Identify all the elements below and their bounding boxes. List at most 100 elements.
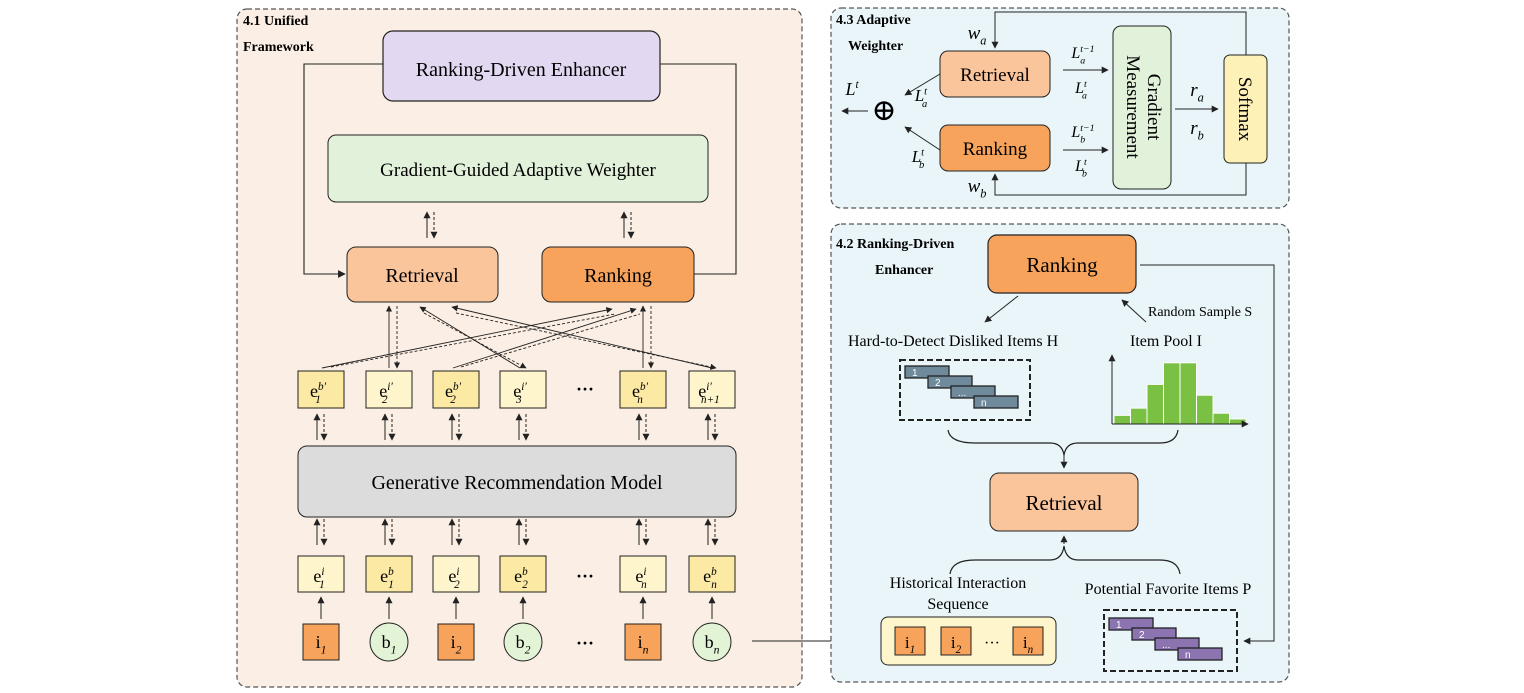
hard-item-label-3: ... bbox=[958, 388, 966, 399]
enhancer-ranking-label: Ranking bbox=[1026, 253, 1098, 277]
unified-retrieval-box bbox=[346, 246, 499, 303]
adaptive-weighter-label: Gradient-Guided Adaptive Weighter bbox=[380, 160, 656, 181]
histogram-bar-4 bbox=[1163, 362, 1181, 425]
potential-item-label-4: n bbox=[1185, 650, 1191, 661]
token-ellipsis: ··· bbox=[576, 633, 594, 653]
potential-item-3 bbox=[1154, 637, 1200, 651]
histogram-bar-3 bbox=[1146, 383, 1164, 425]
split-brace bbox=[949, 545, 1181, 575]
input-embedding-1 bbox=[297, 555, 345, 593]
emb-out-ellipsis: ··· bbox=[576, 379, 594, 399]
potential-item-label-1: 1 bbox=[1116, 620, 1122, 631]
hard-item-label-2: 2 bbox=[935, 378, 941, 389]
unified-panel-title-1: 4.1 Unified bbox=[243, 14, 309, 29]
sum-symbol: ⊕ bbox=[871, 94, 896, 127]
enhancer-retrieval-box bbox=[989, 472, 1139, 532]
input-embedding-5 bbox=[619, 555, 667, 593]
history-label-2: Sequence bbox=[927, 596, 988, 613]
potential-items-container bbox=[1103, 609, 1238, 672]
potential-item-label-3: ... bbox=[1162, 640, 1170, 651]
adaptive-weighter-panel bbox=[830, 7, 1290, 209]
w-b-label: wb bbox=[968, 176, 987, 201]
gradient-label: Gradient bbox=[1143, 74, 1164, 141]
item-token-5 bbox=[624, 623, 662, 661]
ranking-to-enhancer-connector bbox=[660, 63, 737, 275]
behavior-token-2 bbox=[369, 622, 409, 662]
token-label-6: bn bbox=[705, 632, 720, 656]
unified-ranking-label: Ranking bbox=[584, 265, 652, 287]
hard-item-2 bbox=[927, 375, 973, 389]
r-a-label: ra bbox=[1190, 80, 1204, 105]
adaptive-connectors bbox=[841, 11, 1247, 196]
output-embedding-4 bbox=[499, 370, 547, 409]
hard-item-3 bbox=[950, 385, 996, 399]
output-embedding-1 bbox=[297, 370, 345, 409]
histogram-bar-2 bbox=[1130, 407, 1148, 425]
output-embedding-label-5: eb′n bbox=[632, 381, 649, 406]
token-label-4: b2 bbox=[516, 632, 531, 656]
output-embedding-label-4: ei′3 bbox=[513, 381, 527, 406]
item-token-3 bbox=[437, 623, 475, 661]
hard-items-label: Hard-to-Detect Disliked Items H bbox=[848, 333, 1059, 350]
softmax-label: Softmax bbox=[1234, 77, 1255, 142]
adaptive-panel-title-1: 4.3 Adaptive bbox=[836, 13, 911, 28]
adaptive-ranking-label: Ranking bbox=[963, 139, 1028, 160]
potential-items-label: Potential Favorite Items P bbox=[1085, 581, 1252, 598]
output-embedding-label-2: ei′2 bbox=[379, 381, 393, 406]
hard-item-label-4: n bbox=[981, 398, 987, 409]
w-a-label: wa bbox=[968, 23, 987, 48]
hard-item-label-1: 1 bbox=[912, 368, 918, 379]
histogram-bar-8 bbox=[1229, 418, 1247, 425]
output-embedding-label-6: ei′n+1 bbox=[698, 381, 719, 406]
generative-recommendation-model-box bbox=[297, 445, 737, 518]
output-embedding-2 bbox=[365, 370, 413, 409]
potential-items-stack: 12...n bbox=[1108, 617, 1223, 661]
history-token-4 bbox=[1012, 626, 1044, 656]
ranking-driven-enhancer-box bbox=[382, 30, 661, 102]
item-pool-label: Item Pool I bbox=[1130, 333, 1202, 350]
adaptive-panel-title-2: Weighter bbox=[848, 39, 903, 54]
potential-item-1 bbox=[1108, 617, 1154, 631]
input-embedding-4 bbox=[499, 555, 547, 593]
item-token-1 bbox=[302, 623, 340, 661]
output-embedding-6 bbox=[688, 370, 736, 409]
enhancer-retrieval-label: Retrieval bbox=[1026, 491, 1103, 515]
enhancer-panel-title-2: Enhancer bbox=[875, 263, 933, 278]
potential-item-4 bbox=[1177, 647, 1223, 661]
enhancer-to-retrieval-connector bbox=[303, 63, 383, 278]
unified-panel-title-2: Framework bbox=[243, 40, 314, 55]
behavior-token-4 bbox=[503, 622, 543, 662]
history-token-2 bbox=[940, 626, 972, 656]
output-embedding-3 bbox=[432, 370, 480, 409]
input-embedding-6 bbox=[688, 555, 736, 593]
output-embedding-label-1: eb′1 bbox=[310, 381, 327, 406]
history-token-1 bbox=[894, 626, 926, 656]
item-pool-histogram bbox=[1113, 362, 1247, 425]
random-sample-label: Random Sample S bbox=[1148, 305, 1252, 320]
hard-item-4 bbox=[973, 395, 1019, 409]
potential-item-2 bbox=[1131, 627, 1177, 641]
unified-retrieval-label: Retrieval bbox=[385, 265, 459, 287]
enhancer-panel-title-1: 4.2 Ranking-Driven bbox=[836, 237, 954, 252]
token-label-2: b1 bbox=[382, 632, 397, 656]
merge-brace bbox=[947, 429, 1179, 456]
histogram-axes bbox=[1108, 354, 1249, 428]
adaptive-weighter-box bbox=[327, 134, 709, 203]
ranking-driven-enhancer-label: Ranking-Driven Enhancer bbox=[416, 59, 627, 81]
token-label-1: i1 bbox=[316, 632, 327, 656]
history-label-1: Historical Interaction bbox=[890, 575, 1026, 592]
